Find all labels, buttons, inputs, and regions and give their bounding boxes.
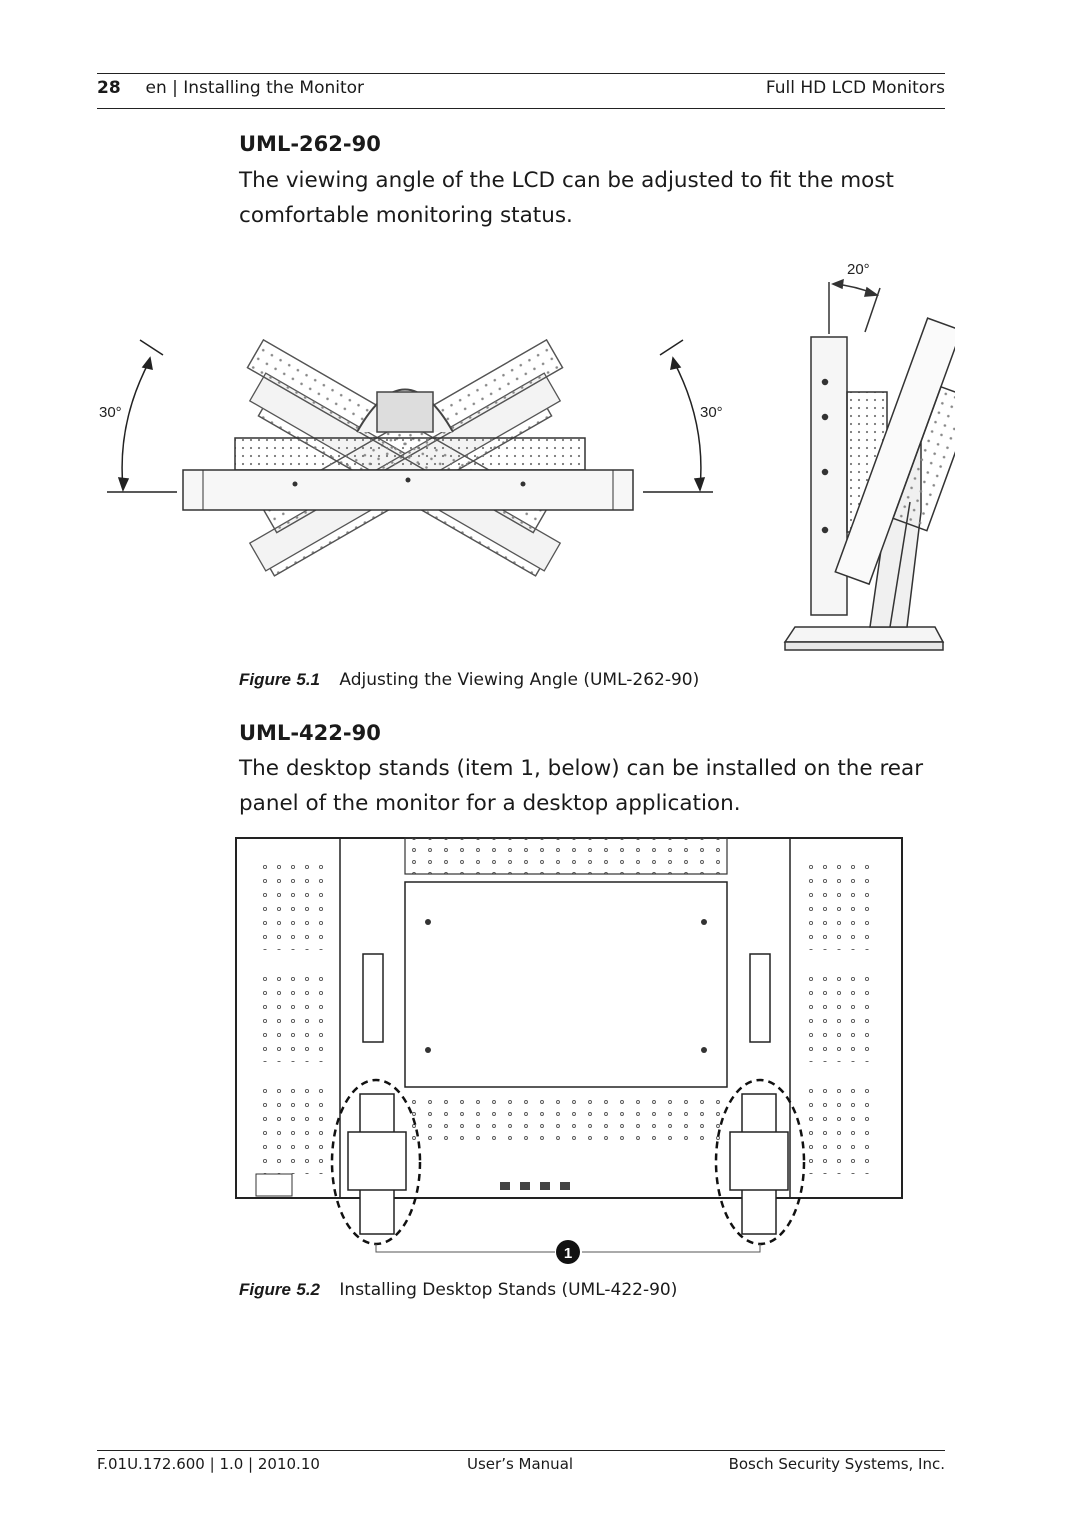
- callout-number: 1: [564, 1245, 572, 1262]
- figure-desktop-stands-diagram: 1: [235, 837, 903, 1264]
- desktop-stand-right: [729, 1093, 789, 1235]
- figure-viewing-angle-diagram: 30° 30° 20°: [99, 261, 955, 651]
- document-id: F.01U.172.600 | 1.0 | 2010.10: [97, 1455, 320, 1473]
- section-breadcrumb: en | Installing the Monitor: [145, 78, 365, 98]
- page-footer: F.01U.172.600 | 1.0 | 2010.10 User’s Man…: [97, 1455, 945, 1477]
- section-body-uml-262-90: The viewing angle of the LCD can be adju…: [239, 168, 894, 228]
- vesa-plate: [404, 881, 728, 1088]
- company-name: Bosch Security Systems, Inc.: [728, 1455, 945, 1473]
- document-type: User’s Manual: [467, 1455, 574, 1473]
- section-heading-uml-262-90: UML-262-90: [239, 132, 381, 156]
- angle-label-right: 30°: [700, 404, 723, 421]
- header-top-rule: [97, 73, 945, 74]
- product-name: Full HD LCD Monitors: [765, 78, 945, 98]
- header-bottom-rule: [97, 108, 945, 109]
- angle-arrow-left: [107, 339, 177, 493]
- figure-caption-5-2: Figure 5.2 Installing Desktop Stands (UM…: [239, 1280, 678, 1300]
- desktop-stand-left: [347, 1093, 407, 1235]
- section-body-uml-422-90: The desktop stands (item 1, below) can b…: [239, 756, 924, 816]
- footer-rule: [97, 1450, 945, 1451]
- angle-arrow-right: [643, 339, 713, 493]
- side-view: [783, 278, 955, 651]
- page-header: 28 en | Installing the Monitor Full HD L…: [97, 78, 945, 100]
- panel-front: [182, 469, 634, 511]
- callout-marker: [556, 1240, 580, 1264]
- section-heading-uml-422-90: UML-422-90: [239, 721, 381, 745]
- panel-rear: [234, 437, 586, 471]
- angle-label-left: 30°: [99, 404, 122, 421]
- figure-caption-5-1: Figure 5.1 Adjusting the Viewing Angle (…: [239, 670, 700, 690]
- page-number: 28: [97, 78, 121, 98]
- angle-label-side: 20°: [847, 261, 870, 278]
